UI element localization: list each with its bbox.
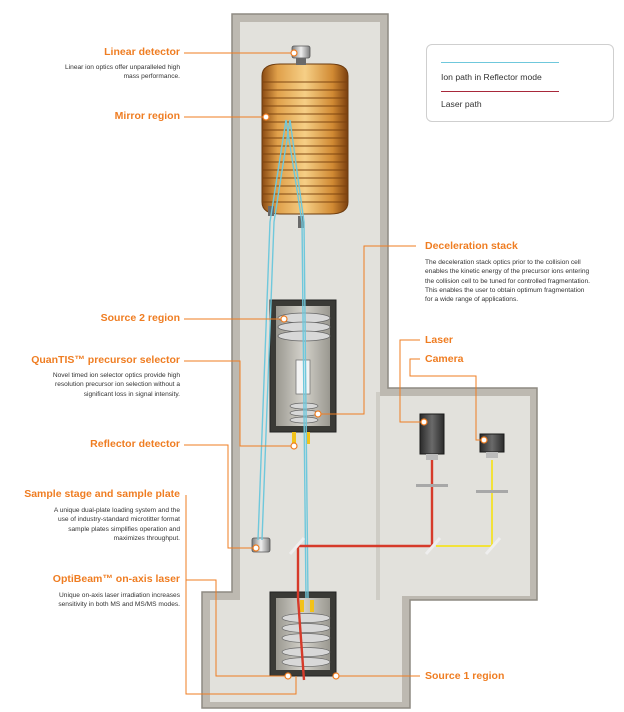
laser-path-swatch bbox=[441, 91, 559, 93]
source-2-module bbox=[269, 299, 337, 444]
label-sample-stage: Sample stage and sample plate bbox=[24, 488, 180, 500]
label-linear-detector: Linear detector bbox=[104, 46, 180, 58]
label-reflector-detector: Reflector detector bbox=[90, 438, 180, 450]
legend-laser-path: Laser path bbox=[441, 99, 482, 109]
mirror-region bbox=[261, 63, 349, 228]
desc-linear-detector: Linear ion optics offer unparalleled hig… bbox=[65, 64, 180, 81]
leader-lines bbox=[184, 52, 484, 695]
legend: Ion path in Reflector mode Laser path bbox=[426, 44, 614, 122]
label-optibeam: OptiBeam™ on-axis laser bbox=[52, 573, 180, 585]
desc-optibeam: Unique on-axis laser irradiation increas… bbox=[58, 592, 180, 609]
laser-path bbox=[288, 460, 508, 681]
desc-deceleration-stack: The deceleration stack optics prior to t… bbox=[425, 259, 590, 304]
label-camera: Camera bbox=[425, 353, 464, 365]
desc-sample-stage: A unique dual-plate loading system and t… bbox=[53, 507, 180, 542]
legend-ion-path: Ion path in Reflector mode bbox=[441, 72, 542, 82]
label-source-1-region: Source 1 region bbox=[425, 670, 505, 682]
label-mirror-region: Mirror region bbox=[114, 110, 180, 122]
ion-path-swatch bbox=[441, 62, 559, 64]
label-source-2-region: Source 2 region bbox=[100, 312, 180, 324]
desc-quantis: Novel timed ion selector optics provide … bbox=[52, 372, 180, 398]
leader-dots bbox=[252, 49, 488, 680]
source-1-module bbox=[269, 591, 337, 677]
label-laser: Laser bbox=[425, 334, 454, 346]
label-quantis: QuanTIS™ precursor selector bbox=[31, 354, 180, 366]
ion-path bbox=[257, 119, 309, 599]
label-deceleration-stack: Deceleration stack bbox=[425, 240, 518, 252]
